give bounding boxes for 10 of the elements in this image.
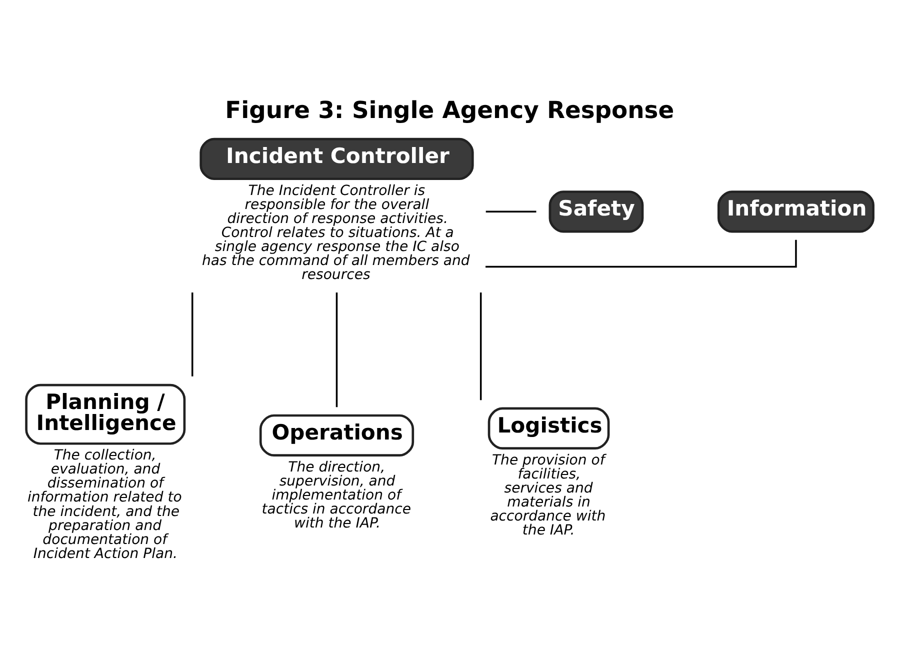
connector bbox=[480, 292, 482, 400]
connector bbox=[486, 239, 797, 268]
connector bbox=[191, 292, 194, 376]
node-label: The provision of facilities, services and materials in accordance with the IAP. bbox=[490, 452, 606, 538]
connector bbox=[486, 210, 536, 212]
node-label: The Incident Controller is responsible for the overall direction of response activities. Control relates to situations. At a single agency response the IC also has the command of all members and resources bbox=[202, 182, 470, 283]
connector bbox=[336, 292, 338, 407]
diagram-title: Figure 3: Single Agency Response bbox=[225, 95, 674, 124]
node-label: The collection, evaluation, and dissemination of information related to the incident, and the preparation and documentation of Incident Action Plan. bbox=[27, 447, 182, 562]
node-label: The direction, supervision, and implementation of tactics in accordance with the IAP. bbox=[262, 458, 412, 531]
